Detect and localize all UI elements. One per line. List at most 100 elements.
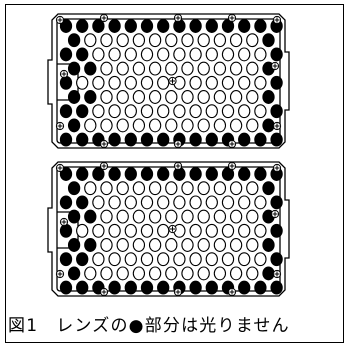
lens-lit — [221, 104, 235, 119]
lens-lit — [100, 181, 113, 196]
lens-unlit — [92, 167, 105, 181]
lens-lit — [229, 90, 243, 104]
lens-lit — [254, 223, 267, 238]
lens-lit — [213, 118, 227, 133]
lens-lit — [132, 33, 146, 48]
lens-unlit — [59, 167, 73, 181]
lens-lit — [124, 104, 137, 119]
lens-lit — [157, 104, 170, 119]
lens-unlit — [238, 132, 251, 147]
lens-unlit — [124, 167, 137, 181]
lens-lit — [181, 33, 194, 48]
lens-lit — [197, 33, 210, 48]
lens-unlit — [84, 209, 97, 224]
lens-lit — [116, 33, 129, 48]
screw-marker — [99, 139, 109, 149]
lens-unlit — [76, 167, 89, 181]
lens-unlit — [189, 167, 202, 181]
lens-lit — [205, 195, 218, 210]
lens-lit — [140, 47, 154, 62]
lens-unlit — [205, 132, 218, 147]
lens-lit — [205, 104, 218, 119]
lens-lit — [229, 238, 243, 252]
lens-unlit — [76, 47, 89, 62]
lens-lit — [132, 118, 146, 133]
lens-lit — [116, 118, 129, 133]
lens-unlit — [157, 167, 170, 181]
screw-marker — [227, 139, 237, 149]
lens-lit — [124, 195, 137, 210]
screw-marker — [227, 13, 237, 23]
screw-marker — [59, 217, 69, 227]
lamp-panel-top — [47, 13, 290, 149]
lens-lit — [221, 252, 235, 267]
lens-lit — [92, 75, 105, 90]
lens-unlit — [108, 19, 121, 33]
lens-lit — [140, 104, 154, 119]
lens-unlit — [76, 252, 89, 267]
lens-lit — [189, 223, 202, 238]
lens-unlit — [84, 90, 97, 104]
lens-unlit — [262, 266, 275, 281]
lens-unlit — [140, 167, 154, 181]
lens-lit — [148, 238, 162, 252]
lens-unlit — [270, 223, 283, 238]
lens-lit — [238, 75, 251, 90]
lens-lit — [254, 252, 267, 267]
lens-lit — [181, 209, 194, 224]
lens-unlit — [270, 47, 283, 62]
lens-lit — [246, 90, 259, 104]
lens-lit — [148, 61, 162, 76]
screw-marker — [173, 139, 183, 149]
lens-lit — [213, 33, 227, 48]
lens-unlit — [108, 167, 121, 181]
lens-unlit — [270, 280, 283, 295]
lens-lit — [213, 266, 227, 281]
lens-unlit — [254, 19, 267, 33]
lens-unlit — [67, 181, 81, 196]
lens-lit — [157, 195, 170, 210]
screw-marker — [272, 15, 282, 25]
lens-lit — [140, 195, 154, 210]
lens-lit — [197, 209, 210, 224]
lens-lit — [197, 90, 210, 104]
lens-lit — [189, 195, 202, 210]
lens-lit — [229, 118, 243, 133]
lens-unlit — [108, 280, 121, 295]
lens-unlit — [270, 195, 283, 210]
lens-lit — [238, 223, 251, 238]
panel-outline — [47, 161, 290, 297]
lens-lit — [254, 195, 267, 210]
lens-lit — [205, 47, 218, 62]
lens-lit — [173, 47, 186, 62]
lens-lit — [148, 181, 162, 196]
lens-unlit — [140, 19, 154, 33]
lens-lit — [132, 90, 146, 104]
lens-lit — [140, 75, 154, 90]
lens-unlit — [59, 104, 73, 119]
lens-lit — [148, 90, 162, 104]
lens-unlit — [124, 132, 137, 147]
lens-unlit — [254, 167, 267, 181]
lens-lit — [254, 104, 267, 119]
screw-marker — [272, 163, 282, 173]
lens-unlit — [238, 280, 251, 295]
lens-lit — [221, 195, 235, 210]
lens-lit — [100, 90, 113, 104]
lens-lit — [132, 238, 146, 252]
lens-unlit — [254, 132, 267, 147]
lens-unlit — [205, 19, 218, 33]
lens-unlit — [189, 280, 202, 295]
lens-lit — [165, 209, 178, 224]
lens-lit — [108, 75, 121, 90]
lens-lit — [229, 181, 243, 196]
lens-unlit — [67, 33, 81, 48]
lens-unlit — [221, 19, 235, 33]
lens-lit — [148, 266, 162, 281]
lens-lit — [189, 75, 202, 90]
lens-lit — [124, 47, 137, 62]
lens-unlit — [270, 104, 283, 119]
lens-lit — [238, 104, 251, 119]
lens-unlit — [67, 209, 81, 224]
